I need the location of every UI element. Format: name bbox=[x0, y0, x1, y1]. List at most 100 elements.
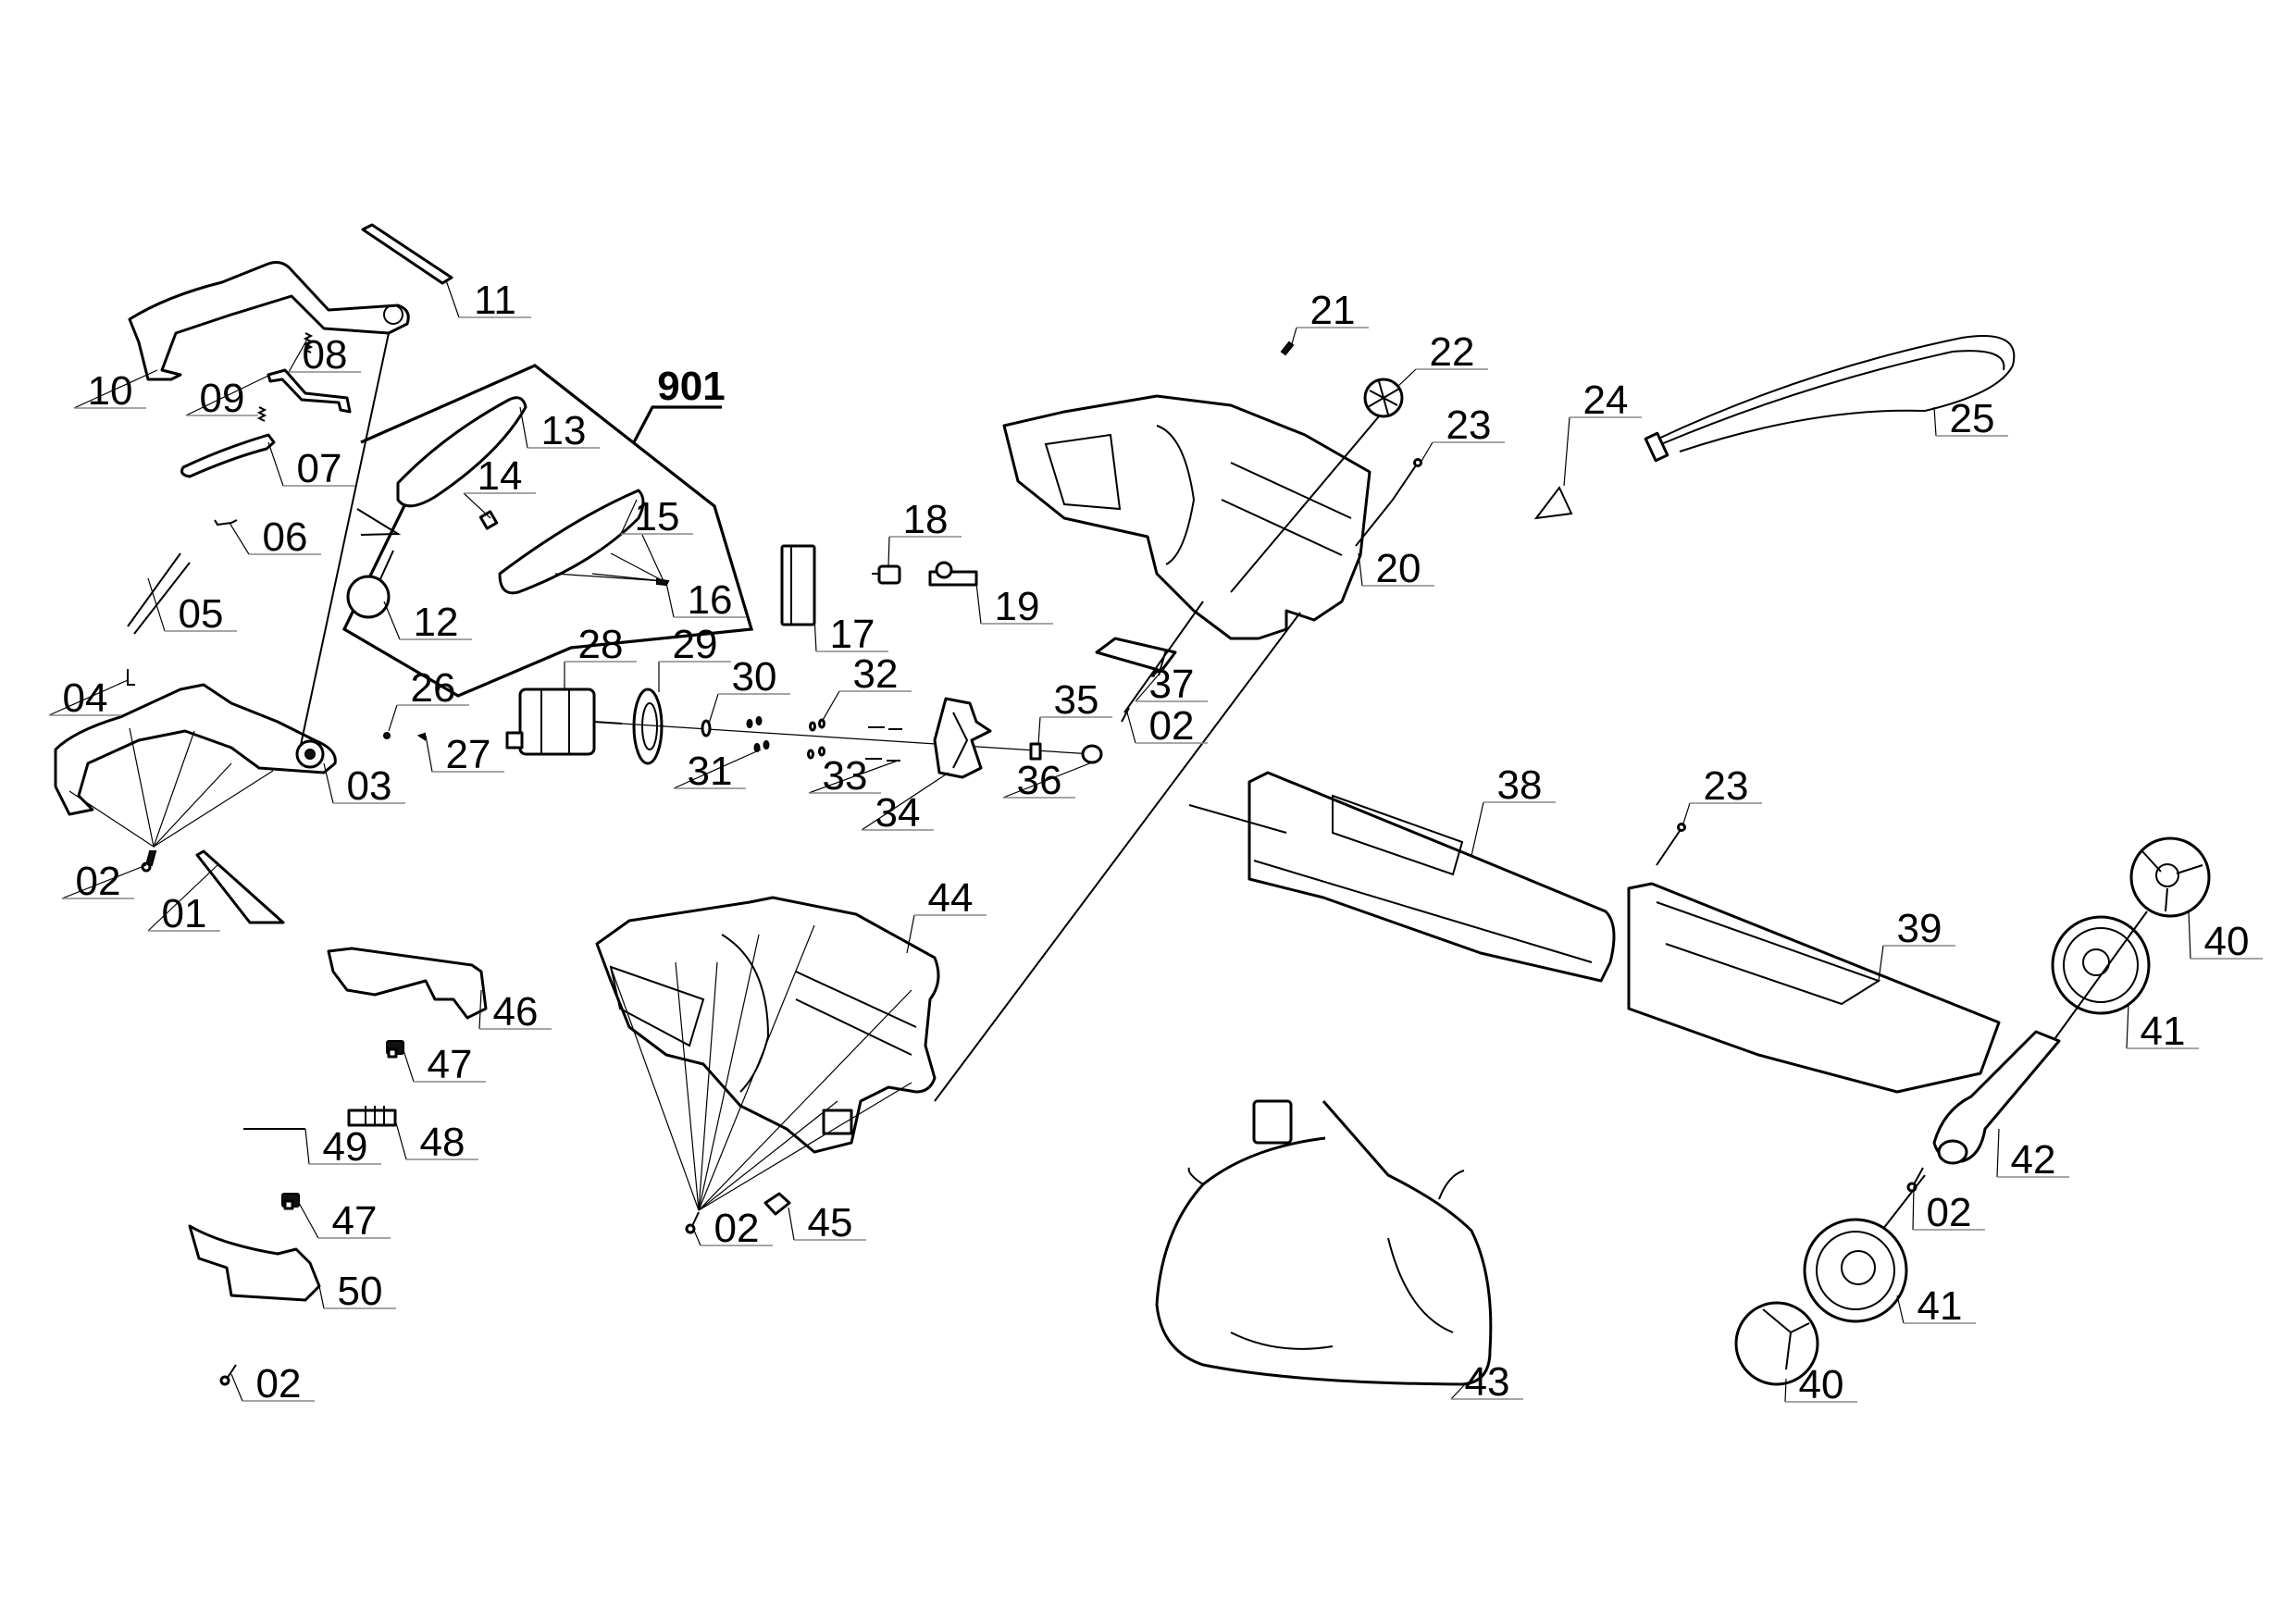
leader-line bbox=[463, 492, 491, 519]
callout-41: 41 bbox=[2126, 1003, 2199, 1054]
callout-30: 30 bbox=[708, 654, 790, 725]
part-23-axle-screw-a bbox=[1392, 458, 1422, 501]
callout-15: 15 bbox=[620, 494, 693, 539]
callout-label: 49 bbox=[323, 1124, 368, 1170]
part-20-motor-housing bbox=[1002, 394, 1371, 640]
callout-label: 14 bbox=[478, 453, 523, 499]
callout-22: 22 bbox=[1396, 329, 1488, 388]
callout-label: 22 bbox=[1430, 329, 1475, 375]
callout-label: 35 bbox=[1054, 677, 1099, 723]
part-36-cap bbox=[1081, 744, 1103, 764]
leader-line bbox=[1996, 1128, 2000, 1178]
callout-label: 06 bbox=[263, 514, 308, 560]
callout-label: 04 bbox=[63, 675, 108, 721]
callout-label: 50 bbox=[338, 1269, 383, 1314]
callout-46: 46 bbox=[478, 989, 552, 1035]
leader-line bbox=[1002, 760, 1098, 799]
leader-line bbox=[808, 760, 899, 794]
part-19-speed-control bbox=[928, 561, 978, 587]
part-14-nut bbox=[478, 510, 499, 530]
leader-line bbox=[1933, 406, 1937, 437]
callout-label: 31 bbox=[688, 749, 733, 794]
callout-label: 33 bbox=[823, 753, 868, 799]
callout-10: 10 bbox=[73, 368, 158, 414]
part-38-upper-tube bbox=[1247, 771, 1616, 983]
axle-line-top bbox=[2049, 911, 2148, 1047]
leader-line bbox=[519, 406, 528, 449]
leader-line bbox=[2126, 1003, 2129, 1049]
callout-label: 32 bbox=[853, 651, 899, 697]
callout-label: 17 bbox=[830, 612, 875, 657]
callout-02: 02 bbox=[691, 1206, 773, 1251]
callout-label: 37 bbox=[1149, 662, 1195, 707]
callout-label: 40 bbox=[2204, 919, 2250, 964]
leader-line bbox=[821, 690, 840, 723]
part-50-switch-housing bbox=[188, 1224, 321, 1302]
leader-line bbox=[383, 601, 401, 640]
callout-label: 02 bbox=[76, 859, 121, 904]
leader-line bbox=[394, 1119, 407, 1160]
leader-line bbox=[147, 864, 218, 932]
callout-label: 02 bbox=[256, 1361, 302, 1406]
part-47-micro-switch-b bbox=[281, 1193, 300, 1210]
part-35-nut bbox=[1029, 742, 1042, 761]
callout-03: 03 bbox=[323, 762, 405, 809]
callout-24: 24 bbox=[1563, 378, 1642, 487]
callout-21: 21 bbox=[1290, 288, 1369, 348]
callout-label: 18 bbox=[903, 497, 949, 542]
callout-20: 20 bbox=[1358, 546, 1434, 591]
callout-label: 38 bbox=[1497, 762, 1543, 808]
part-23-axle-screw-b bbox=[1656, 823, 1686, 866]
callout-44: 44 bbox=[906, 875, 987, 954]
callout-label: 07 bbox=[297, 446, 342, 491]
part-13-handle-half bbox=[396, 396, 527, 508]
leader-line bbox=[403, 1049, 415, 1083]
callout-28: 28 bbox=[564, 622, 637, 689]
callout-18: 18 bbox=[887, 497, 962, 567]
part-43-collection-bag bbox=[1155, 1099, 1493, 1386]
leader-line bbox=[1471, 801, 1484, 857]
part-07-lever bbox=[180, 433, 276, 478]
part-25-shoulder-strap bbox=[1644, 335, 2016, 463]
callout-45: 45 bbox=[788, 1200, 866, 1245]
connector-10-03 bbox=[300, 332, 390, 746]
leader-line bbox=[478, 989, 482, 1030]
callout-27: 27 bbox=[425, 732, 504, 777]
callout-label: 02 bbox=[714, 1206, 760, 1251]
part-02-screw-e bbox=[219, 1364, 237, 1386]
part-06-small-spring bbox=[214, 519, 238, 527]
callout-07: 07 bbox=[267, 441, 355, 491]
part-41-wheel-a bbox=[2051, 915, 2151, 1015]
callout-02: 02 bbox=[1912, 1185, 1985, 1235]
callout-02: 02 bbox=[61, 859, 147, 904]
part-02-screw-d bbox=[685, 1211, 700, 1234]
part-39-lower-tube bbox=[1627, 882, 2001, 1094]
part-05-rod bbox=[127, 552, 191, 635]
callout-label: 36 bbox=[1017, 758, 1062, 803]
callout-layer: 0102030405060708091011121314151617181920… bbox=[48, 278, 2263, 1407]
callout-43: 43 bbox=[1450, 1359, 1523, 1405]
part-12-knob bbox=[346, 550, 394, 619]
callout-16: 16 bbox=[665, 577, 746, 623]
callout-label: 16 bbox=[688, 577, 733, 623]
leader-line bbox=[425, 735, 433, 773]
callout-40: 40 bbox=[1784, 1362, 1857, 1407]
callout-label: 13 bbox=[541, 408, 587, 453]
callout-label: 40 bbox=[1799, 1362, 1844, 1407]
callout-label: 28 bbox=[578, 622, 624, 667]
callout-label: 23 bbox=[1446, 403, 1492, 448]
connector-44-housing bbox=[934, 612, 1301, 1102]
callout-02: 02 bbox=[1126, 703, 1208, 749]
part-21-screw bbox=[1280, 341, 1295, 356]
part-28-motor bbox=[505, 688, 623, 756]
callout-12: 12 bbox=[383, 600, 472, 645]
callout-label: 43 bbox=[1465, 1359, 1510, 1405]
callout-14: 14 bbox=[463, 453, 536, 519]
leader-line bbox=[298, 1202, 319, 1239]
callout-label: 08 bbox=[303, 332, 348, 378]
part-11-cover-strip bbox=[361, 223, 453, 285]
part-41-wheel-b bbox=[1803, 1218, 1908, 1323]
part-48-terminal-block bbox=[347, 1106, 397, 1127]
callout-label: 46 bbox=[493, 989, 539, 1035]
leader-line bbox=[861, 772, 949, 831]
